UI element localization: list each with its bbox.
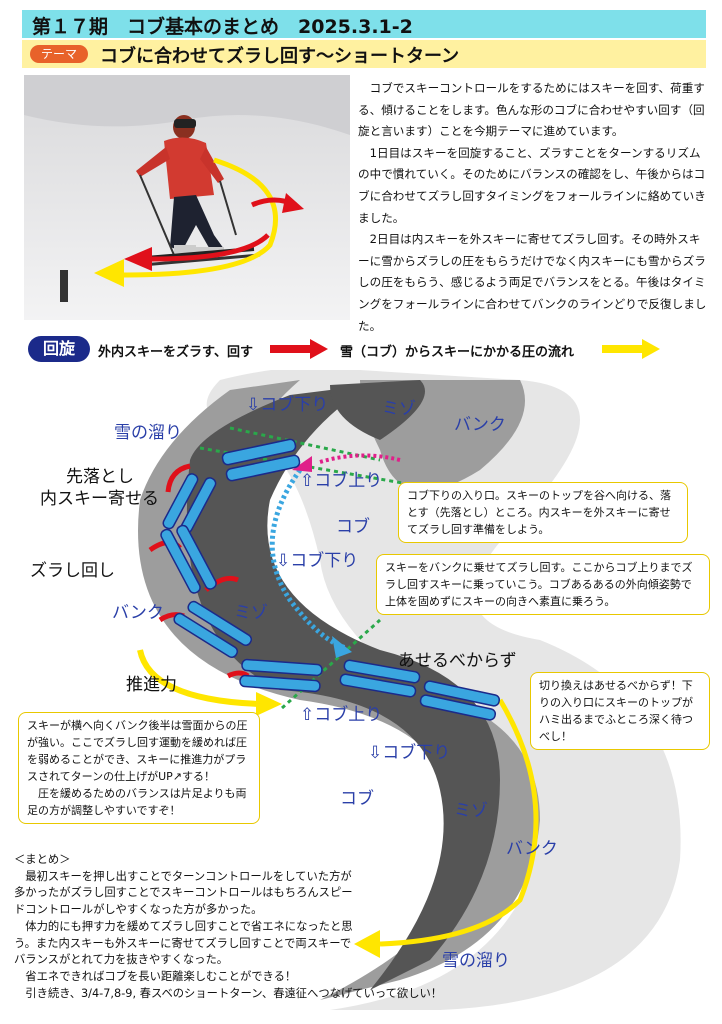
callout-pressure: スキーが横へ向くバンク後半は雪面からの圧が強い。ここでズラし回す運動を緩めれば圧…: [18, 712, 260, 824]
skier-photo: [24, 75, 350, 320]
mizo-label: ミゾ: [382, 399, 416, 419]
kobu-label: コブ: [340, 789, 374, 809]
mizo-label: ミゾ: [454, 801, 488, 821]
red-arrow-icon: [270, 339, 328, 359]
summary-line: 体力的にも押す力を緩めてズラし回すことで省エネになったと思う。また内スキーも外ス…: [14, 919, 353, 967]
mizo-label: ミゾ: [234, 603, 268, 623]
aseru-label: あせるべからず: [398, 651, 517, 671]
kobu-down-label: ⇩コブ下り: [368, 743, 451, 763]
snow-pool-label: 雪の溜り: [114, 423, 182, 443]
zurashi-label: ズラし回し: [30, 561, 115, 581]
yellow-arrow-label: 雪（コブ）からスキーにかかる圧の流れ: [340, 345, 575, 360]
bank-label: バンク: [506, 839, 558, 859]
pole-marker: [60, 270, 68, 302]
mogul-diagram: [137, 370, 681, 1010]
snow-pool-label: 雪の溜り: [442, 951, 510, 971]
kobu-down-label: ⇩コブ下り: [276, 551, 359, 571]
suishin-label: 推進力: [126, 675, 177, 695]
bank-label: バンク: [454, 415, 506, 435]
groove-band: [186, 385, 500, 990]
summary: ＜まとめ＞ 最初スキーを押し出すことでターンコントロールをしていた方が多かったが…: [14, 852, 443, 1002]
callout-kobu-down-entry: コブ下りの入り口。スキーのトップを谷へ向ける、落とす（先落とし）ところ。内スキー…: [398, 482, 688, 543]
callout-bank: スキーをバンクに乗せてズラし回す。ここからコブ上りまでズラし回すスキーに乗ってい…: [376, 554, 710, 615]
callout-switch: 切り換えはあせるべからず！下りの入り口にスキーのトップがハミ出るまでふところ深く…: [530, 672, 710, 750]
theme-bar: [22, 40, 706, 68]
kobu-label: コブ: [336, 517, 370, 537]
rotation-badge: 回旋: [28, 336, 90, 362]
page-title: 第１７期 コブ基本のまとめ 2025.3.1-2: [32, 16, 413, 38]
inner-ski-label: 内スキー寄せる: [40, 489, 159, 509]
theme-title: コブに合わせてズラし回す〜ショートターン: [100, 46, 460, 67]
summary-line: 引き続き、3/4-7,8-9, 春スベのショートターン、春遠征へつなげていって欲…: [25, 986, 443, 1000]
intro-paragraph: コブでスキーコントロールをするためにはスキーを回す、荷重する、傾けることをします…: [358, 81, 705, 139]
callout-balance-text: 圧を緩めるためのバランスは片足よりも両足の方が調整しやすいですぞ！: [27, 787, 247, 817]
summary-heading: ＜まとめ＞: [14, 853, 71, 866]
bank-label: バンク: [112, 603, 164, 623]
yellow-arrow-icon: [602, 339, 660, 359]
intro-paragraph: 1日目はスキーを回旋すること、ズラすことをターンするリズムの中で慣れていく。その…: [358, 145, 706, 225]
intro-paragraph: 2日目は内スキーを外スキーに寄せてズラし回す。その時外スキーに雪からズラしの圧を…: [358, 232, 707, 333]
kobu-up-label: ⇧コブ上り: [300, 705, 383, 725]
summary-line: 省エネできればコブを長い距離楽しむことができる！: [25, 969, 297, 983]
kobu-down-label: ⇩コブ下り: [246, 395, 329, 415]
title-bar: [22, 10, 706, 38]
red-arrow-label: 外内スキーをズラす、回す: [98, 345, 253, 360]
sakiotoshi-label: 先落とし: [66, 467, 134, 487]
kobu-up-label: ⇧コブ上り: [300, 471, 383, 491]
intro-text: コブでスキーコントロールをするためにはスキーを回す、荷重する、傾けることをします…: [358, 78, 708, 337]
theme-badge: テーマ: [30, 45, 88, 63]
skier-figure: [133, 115, 261, 267]
summary-line: 最初スキーを押し出すことでターンコントロールをしていた方が多かったがズラし回すこ…: [14, 869, 353, 917]
callout-pressure-text: スキーが横へ向くバンク後半は雪面からの圧が強い。ここでズラし回す運動を緩めれば圧…: [27, 719, 248, 783]
